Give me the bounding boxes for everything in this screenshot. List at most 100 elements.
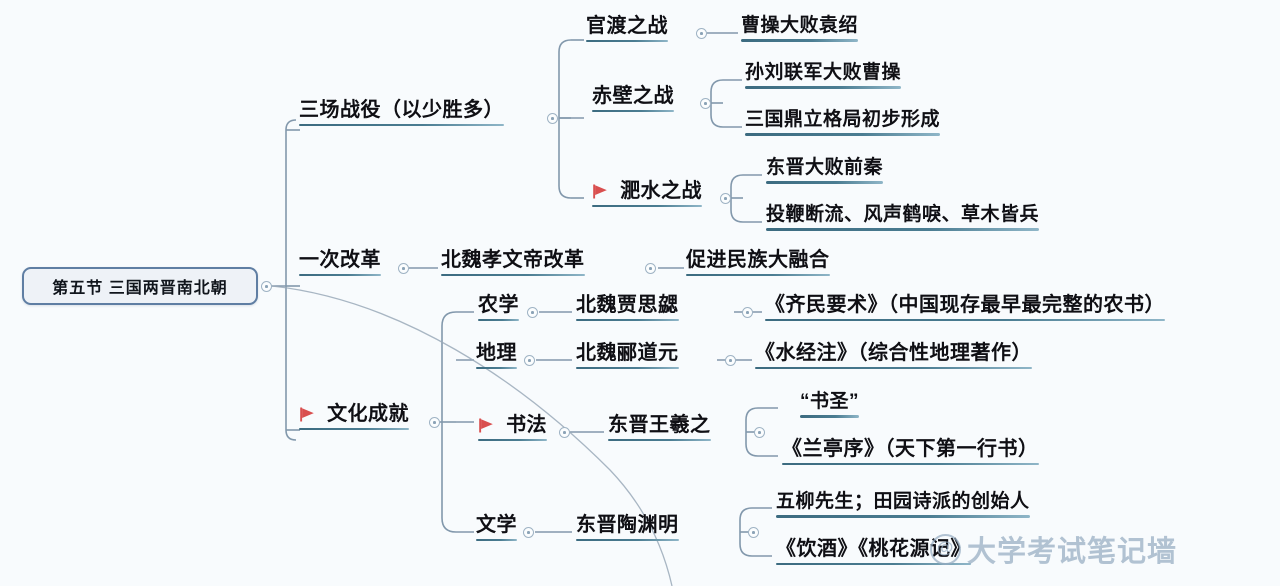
node-chibi-outcome-2[interactable]: 三国鼎立格局初步形成: [745, 109, 941, 136]
node-underline: [776, 515, 1030, 518]
collapse-knob-taoyuanming[interactable]: [748, 527, 759, 538]
node-underline: [576, 366, 679, 370]
node-underline: [478, 438, 548, 442]
node-literature[interactable]: 文学: [476, 513, 517, 542]
collapse-knob-cultural-achievements[interactable]: [429, 417, 440, 428]
node-tao-works[interactable]: 《饮酒》《桃花源记》: [776, 537, 971, 566]
node-underline: [686, 273, 830, 277]
collapse-knob-jiasixie[interactable]: [742, 307, 753, 318]
collapse-knob-one-reform[interactable]: [398, 263, 409, 274]
node-lidaoyuan-label: 北魏郦道元: [576, 341, 679, 364]
collapse-knob-three-battles[interactable]: [547, 113, 558, 124]
node-agronomy[interactable]: 农学: [478, 293, 519, 322]
node-calligraphy-label: 书法: [506, 413, 548, 436]
node-reform-result[interactable]: 促进民族大融合: [686, 248, 830, 277]
watermark-at-icon: @: [930, 533, 961, 565]
collapse-knob-feishui[interactable]: [720, 193, 731, 204]
node-taoyuanming[interactable]: 东晋陶渊明: [576, 513, 679, 542]
node-chibi-outcome-2-label: 三国鼎立格局初步形成: [745, 109, 941, 131]
node-geography[interactable]: 地理: [476, 341, 517, 370]
collapse-knob-calligraphy[interactable]: [559, 427, 570, 438]
node-wuliu-xiansheng[interactable]: 五柳先生；田园诗派的创始人: [776, 492, 1030, 518]
node-shusheng[interactable]: “书圣”: [800, 391, 860, 418]
node-lantingxu[interactable]: 《兰亭序》（天下第一行书）: [782, 437, 1039, 466]
node-underline: [800, 415, 860, 418]
node-underline: [592, 204, 703, 208]
collapse-knob-chibi[interactable]: [700, 98, 711, 109]
node-tao-works-label: 《饮酒》《桃花源记》: [776, 537, 971, 560]
node-underline: [741, 39, 859, 42]
node-underline: [592, 109, 674, 113]
node-feishui-outcome-1-label: 东晋大败前秦: [766, 157, 884, 179]
node-three-battles[interactable]: 三场战役（以少胜多）: [299, 98, 504, 127]
node-chibi-outcome-1-label: 孙刘联军大败曹操: [745, 62, 902, 84]
collapse-knob-root[interactable]: [261, 281, 272, 292]
collapse-knob-wangxizhi[interactable]: [754, 427, 765, 438]
node-lantingxu-label: 《兰亭序》（天下第一行书）: [782, 437, 1039, 460]
collapse-knob-agronomy[interactable]: [527, 307, 538, 318]
node-underline: [745, 133, 941, 136]
node-qiminyaoshu-label: 《齐民要术》（中国现存最早最完整的农书）: [765, 293, 1165, 316]
node-feishui-battle[interactable]: 淝水之战: [592, 179, 703, 208]
node-wuliu-xiansheng-label: 五柳先生；田园诗派的创始人: [776, 491, 1030, 513]
collapse-knob-literature[interactable]: [523, 527, 534, 538]
watermark: @ 大学考试笔记墙: [930, 528, 1177, 570]
node-underline: [299, 427, 410, 431]
node-underline: [766, 228, 1040, 231]
node-shusheng-label: “书圣”: [800, 391, 860, 413]
node-underline: [776, 562, 971, 566]
node-shuijingzhu[interactable]: 《水经注》（综合性地理著作）: [755, 341, 1032, 370]
collapse-knob-guandu[interactable]: [696, 28, 707, 39]
root-node[interactable]: 第五节 三国两晋南北朝: [22, 267, 258, 305]
node-jiasixie[interactable]: 北魏贾思勰: [576, 293, 679, 322]
node-chibi-outcome-1[interactable]: 孙刘联军大败曹操: [745, 62, 902, 89]
red-flag-icon: [300, 407, 314, 422]
node-underline: [608, 438, 711, 442]
collapse-knob-lidaoyuan[interactable]: [725, 355, 736, 366]
node-literature-label: 文学: [476, 513, 517, 536]
node-underline: [576, 538, 679, 542]
node-jiasixie-label: 北魏贾思勰: [576, 293, 679, 316]
node-underline: [576, 318, 679, 322]
node-one-reform[interactable]: 一次改革: [299, 248, 381, 277]
node-reform-result-label: 促进民族大融合: [686, 248, 830, 271]
node-underline: [299, 273, 381, 277]
node-one-reform-label: 一次改革: [299, 248, 381, 271]
collapse-knob-geography[interactable]: [524, 355, 535, 366]
node-three-battles-label: 三场战役（以少胜多）: [299, 98, 504, 121]
node-guandu-battle-label: 官渡之战: [586, 14, 668, 37]
watermark-text: 大学考试笔记墙: [967, 536, 1178, 568]
node-wangxizhi[interactable]: 东晋王羲之: [608, 413, 711, 442]
collapse-knob-beiwei-reform[interactable]: [645, 263, 656, 274]
node-geography-label: 地理: [476, 341, 517, 364]
node-feishui-battle-label: 淝水之战: [620, 179, 703, 202]
node-underline: [782, 462, 1039, 466]
node-calligraphy[interactable]: 书法: [478, 413, 548, 442]
node-underline: [586, 39, 668, 43]
node-underline: [766, 181, 884, 184]
node-shuijingzhu-label: 《水经注》（综合性地理著作）: [755, 341, 1032, 364]
node-wangxizhi-label: 东晋王羲之: [608, 413, 711, 436]
node-underline: [478, 318, 519, 322]
node-cultural-achievements[interactable]: 文化成就: [299, 403, 410, 431]
root-node-label: 第五节 三国两晋南北朝: [52, 280, 228, 297]
node-underline: [765, 318, 1165, 322]
node-guandu-outcome[interactable]: 曹操大败袁绍: [741, 16, 859, 42]
node-chibi-battle[interactable]: 赤壁之战: [592, 84, 674, 113]
node-underline: [755, 366, 1032, 370]
node-underline: [476, 538, 517, 542]
node-beiwei-reform[interactable]: 北魏孝文帝改革: [441, 249, 585, 277]
node-lidaoyuan[interactable]: 北魏郦道元: [576, 341, 679, 370]
node-underline: [299, 123, 504, 127]
node-underline: [745, 86, 902, 89]
node-agronomy-label: 农学: [478, 293, 519, 316]
node-feishui-outcome-2[interactable]: 投鞭断流、风声鹤唳、草木皆兵: [766, 205, 1040, 231]
node-qiminyaoshu[interactable]: 《齐民要术》（中国现存最早最完整的农书）: [765, 293, 1165, 322]
node-chibi-battle-label: 赤壁之战: [592, 84, 674, 107]
red-flag-icon: [479, 418, 493, 433]
node-guandu-battle[interactable]: 官渡之战: [586, 14, 668, 43]
node-taoyuanming-label: 东晋陶渊明: [576, 513, 679, 536]
node-feishui-outcome-1[interactable]: 东晋大败前秦: [766, 157, 884, 184]
